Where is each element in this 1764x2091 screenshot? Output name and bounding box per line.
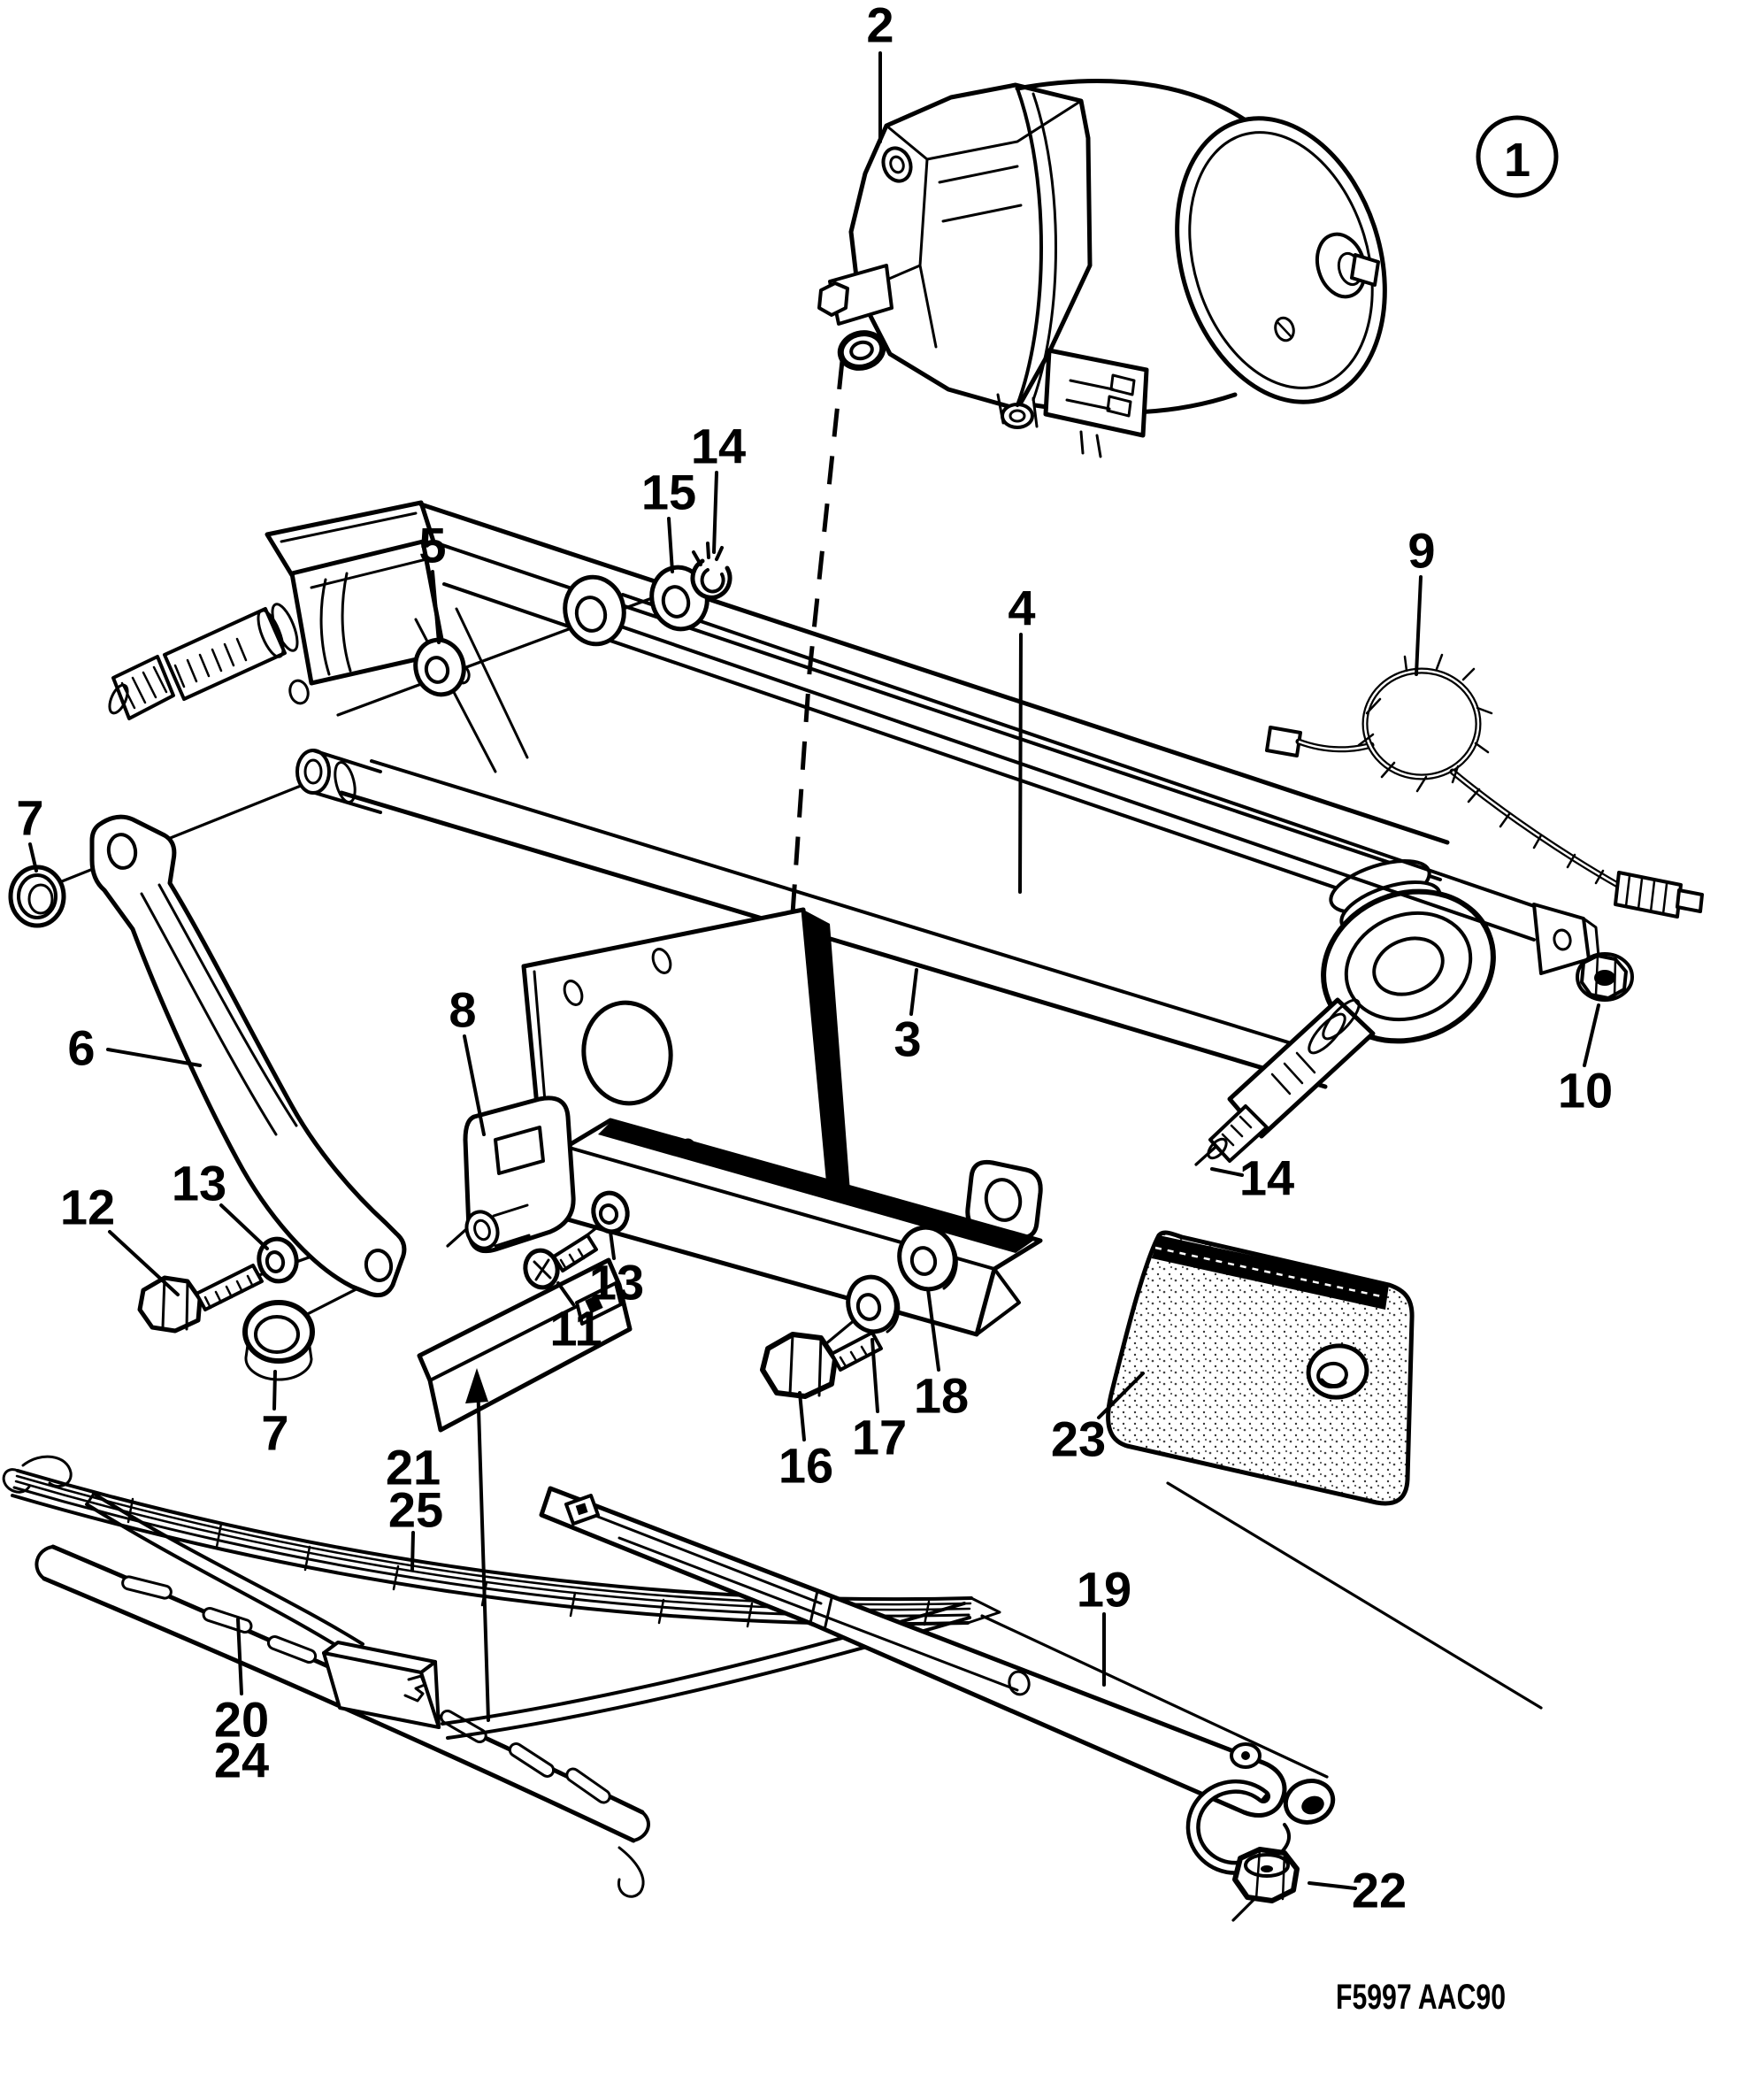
- callout-11: 11: [549, 1301, 602, 1357]
- cover-pad: [1106, 1230, 1415, 1506]
- callout-22: 22: [1352, 1863, 1407, 1918]
- callout-14a: 14: [691, 419, 746, 474]
- callout-18: 18: [914, 1368, 969, 1424]
- grommet-upper: [8, 865, 66, 928]
- callout-20: 20: [214, 1692, 269, 1748]
- callout-16: 16: [778, 1438, 833, 1494]
- callout-1: 1: [1504, 134, 1530, 187]
- nut-arm: [1232, 1847, 1300, 1903]
- wiper-motor: [817, 79, 1387, 458]
- wiper-arm: [539, 1486, 1336, 1875]
- callout-10: 10: [1558, 1063, 1613, 1119]
- callout-25: 25: [388, 1482, 443, 1538]
- callout-7a: 7: [16, 790, 43, 846]
- callout-23: 23: [1051, 1411, 1106, 1467]
- callout-12: 12: [60, 1180, 115, 1235]
- callout-14b: 14: [1239, 1150, 1294, 1206]
- lock-washer-top: [690, 542, 732, 600]
- callout-2: 2: [866, 0, 894, 53]
- motor-axis-dashed-line: [785, 360, 845, 990]
- nut-right: [1576, 952, 1634, 1002]
- support-bracket: [89, 814, 407, 1298]
- screw-center: [523, 1234, 598, 1290]
- callout-15: 15: [641, 465, 696, 520]
- up-arrowhead: [465, 1368, 488, 1403]
- callout-9: 9: [1407, 523, 1435, 579]
- callout-24: 24: [214, 1733, 269, 1788]
- drawing-reference-code: F5997 AAC90: [1336, 1978, 1506, 2017]
- callout-leader-lines: [28, 51, 1600, 1890]
- bolt-left: [137, 1264, 264, 1334]
- callout-8: 8: [449, 982, 476, 1038]
- mount-bracket: [463, 1095, 576, 1254]
- wiper-blade: [2, 1455, 1001, 1898]
- callout-13b: 13: [589, 1255, 644, 1311]
- callout-17: 17: [852, 1410, 907, 1465]
- cable: [1265, 653, 1704, 919]
- callout-4: 4: [1008, 580, 1035, 636]
- callout-13a: 13: [172, 1156, 226, 1211]
- washer-center: [591, 1190, 630, 1234]
- washer-left: [413, 637, 466, 697]
- callout-21: 21: [386, 1440, 441, 1495]
- callout-1-circle: [1476, 115, 1559, 198]
- callout-7b: 7: [261, 1405, 288, 1461]
- washer-cup-small: [846, 1274, 901, 1334]
- washer-cup-large: [897, 1225, 958, 1292]
- callout-3: 3: [894, 1011, 921, 1067]
- callout-6: 6: [67, 1020, 95, 1076]
- callout-19: 19: [1077, 1562, 1131, 1618]
- link-rod: [563, 574, 1601, 975]
- bolt-center: [760, 1331, 883, 1399]
- callout-labels: 2 1 14 15 5 4 9 7 6 8 3 10 14 12 13 11 1…: [16, 0, 1613, 1918]
- grommet-lower: [242, 1300, 315, 1381]
- callout-5: 5: [418, 518, 446, 573]
